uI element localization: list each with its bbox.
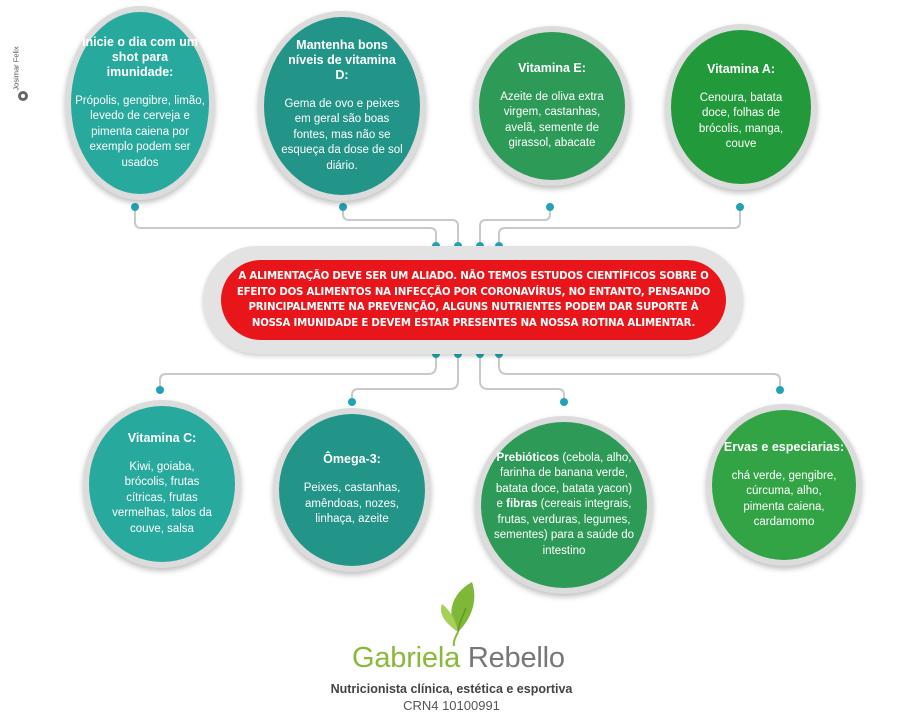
central-message: A alimentação deve ser um aliado. Não te…	[221, 260, 726, 340]
bubble-vitamina-d: Mantenha bons níveis de vitamina D: Gema…	[258, 11, 426, 201]
bubble-vitamina-a: Vitamina A: Cenoura, batata doce, folhas…	[665, 24, 817, 190]
bubble-body: Azeite de oliva extra virgem, castanhas,…	[500, 90, 604, 150]
bubble-prebioticos-fibras: Prebióticos (cebola, alho, farinha de ba…	[475, 416, 653, 594]
brand-name: Gabriela Rebello	[352, 642, 565, 675]
bubble-title-rest: (cebola, alho, farinha de banana verde, …	[495, 451, 633, 511]
professional-title: Nutricionista clínica, estética e esport…	[330, 682, 573, 696]
bubble-title: Ervas e especiarias:	[723, 439, 845, 454]
bubble-title: Mantenha bons níveis de vitamina D:	[288, 37, 396, 82]
bubble-body: Própolis, gengibre, limão, levedo de cer…	[75, 94, 205, 169]
central-message-text: A alimentação deve ser um aliado. Não te…	[236, 271, 711, 329]
watermark-text: Josimar Felix	[11, 46, 21, 91]
bubble-title: Prebióticos	[496, 451, 560, 464]
bubble-vitamina-e: Vitamina E: Azeite de oliva extra virgem…	[473, 26, 631, 186]
leaf-logo-icon	[440, 582, 475, 647]
bubble-body-rich: Prebióticos (cebola, alho, farinha de ba…	[494, 451, 634, 560]
bubble-omega-3: Ômega-3: Peixes, castanhas, amêndoas, no…	[273, 408, 431, 572]
camera-icon	[18, 91, 28, 101]
bubble-title-fibras: fibras	[506, 498, 538, 511]
brand-last-name: Rebello	[460, 642, 565, 674]
brand-first-name: Gabriela	[352, 642, 461, 674]
bubble-body: Cenoura, batata doce, folhas de brócolis…	[698, 91, 784, 151]
bubble-title: Vitamina A:	[706, 61, 776, 76]
bubble-body: Peixes, castanhas, amêndoas, nozes, linh…	[303, 482, 401, 526]
bubble-title: Vitamina C:	[127, 430, 197, 445]
bubble-title: Ômega-3:	[323, 452, 381, 467]
bubble-shot-imunidade: Inicie o dia com um shot para imunidade:…	[65, 6, 215, 200]
bubble-body: (cereais integrais, frutas, verduras, le…	[494, 498, 635, 557]
bubble-body: chá verde, gengibre, cúrcuma, alho, pime…	[731, 469, 837, 529]
crn-number: CRN4 10100991	[403, 698, 500, 713]
bubble-title: Vitamina E:	[518, 60, 586, 75]
bubble-vitamina-c: Vitamina C: Kiwi, goiaba, brócolis, frut…	[83, 400, 241, 568]
bubble-body: Kiwi, goiaba, brócolis, frutas cítricas,…	[112, 460, 212, 535]
bubble-body: Gema de ovo e peixes em geral são boas f…	[281, 97, 403, 172]
bubble-ervas-especiarias: Ervas e especiarias: chá verde, gengibre…	[706, 404, 862, 566]
author-watermark: Josimar Felix	[12, 42, 30, 102]
bubble-title: Inicie o dia com um shot para imunidade:	[82, 34, 198, 79]
